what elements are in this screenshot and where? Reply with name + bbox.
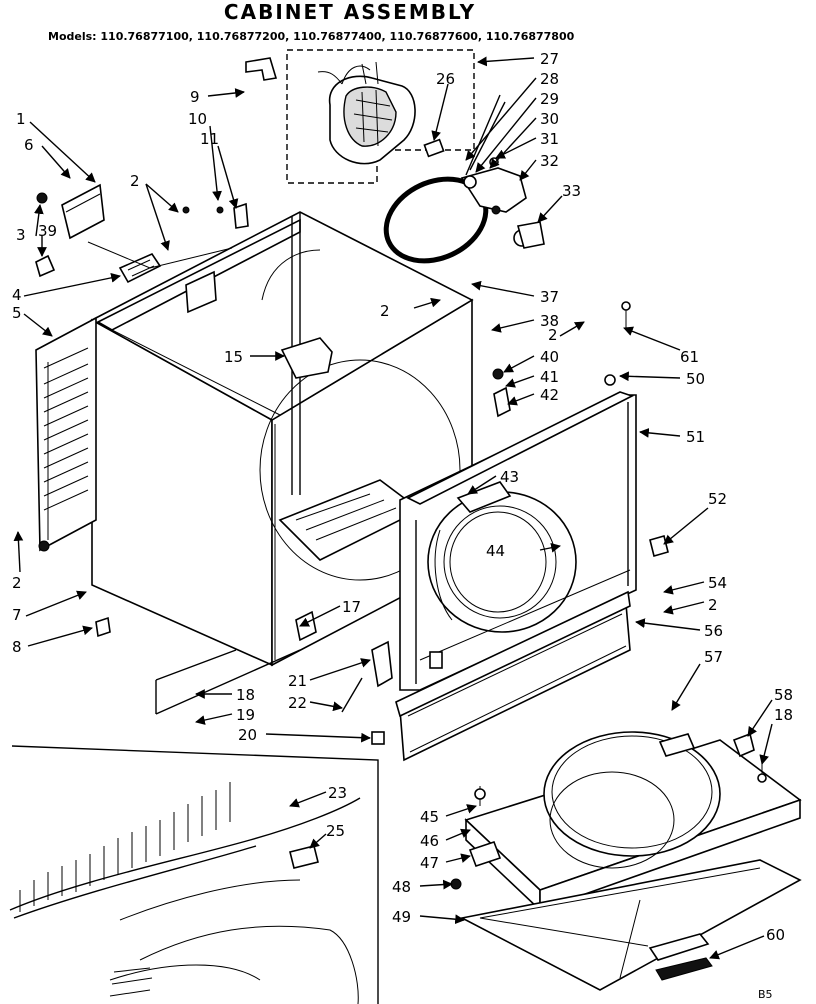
callout-40: 40	[540, 348, 559, 366]
callout-1: 1	[16, 110, 26, 128]
callout-25: 25	[326, 822, 345, 840]
callout-2: 2	[130, 172, 140, 190]
callout-31: 31	[540, 130, 559, 148]
callout-33: 33	[562, 182, 581, 200]
callout-21: 21	[288, 672, 307, 690]
callout-30: 30	[540, 110, 559, 128]
callout-18: 18	[774, 706, 793, 724]
callout-28: 28	[540, 70, 559, 88]
toe-panel	[395, 590, 631, 762]
idler-pulley-parts	[460, 94, 527, 215]
callout-45: 45	[420, 808, 439, 826]
callout-46: 46	[420, 832, 439, 850]
callout-26: 26	[436, 70, 455, 88]
callout-38: 38	[540, 312, 559, 330]
callout-42: 42	[540, 386, 559, 404]
top-left-brackets	[35, 57, 278, 284]
small-parts	[95, 221, 669, 745]
wiring-harness	[9, 745, 379, 1004]
callout-29: 29	[540, 90, 559, 108]
side-panel	[35, 316, 97, 552]
callout-2: 2	[380, 302, 390, 320]
callout-20: 20	[238, 726, 257, 744]
callout-60: 60	[766, 926, 785, 944]
callout-19: 19	[236, 706, 255, 724]
callout-47: 47	[420, 854, 439, 872]
callout-labels: 1 2 2 2 2 2 3 4 5 6 7 8 9 10 11 15 17 18…	[12, 50, 793, 1001]
callout-56: 56	[704, 622, 723, 640]
callout-27: 27	[540, 50, 559, 68]
callout-22: 22	[288, 694, 307, 712]
callout-39: 39	[38, 222, 57, 240]
callout-9: 9	[190, 88, 200, 106]
model-numbers: Models: 110.76877100, 110.76877200, 110.…	[48, 30, 575, 43]
callout-2: 2	[12, 574, 22, 592]
callout-11: 11	[200, 130, 219, 148]
callout-50: 50	[686, 370, 705, 388]
callout-41: 41	[540, 368, 559, 386]
leader-lines	[13, 56, 773, 979]
callout-48: 48	[392, 878, 411, 896]
callout-61: 61	[680, 348, 699, 366]
callout-18: 18	[236, 686, 255, 704]
motor-assembly	[286, 49, 475, 184]
corner-code: B5	[758, 988, 773, 1001]
callout-52: 52	[708, 490, 727, 508]
callout-54: 54	[708, 574, 727, 592]
callout-5: 5	[12, 304, 22, 322]
callout-23: 23	[328, 784, 347, 802]
base-and-seal	[450, 731, 802, 991]
callout-49: 49	[392, 908, 411, 926]
callout-43: 43	[500, 468, 519, 486]
diagram-title: CABINET ASSEMBLY	[223, 0, 477, 24]
callout-57: 57	[704, 648, 723, 666]
callout-3: 3	[16, 226, 26, 244]
callout-6: 6	[24, 136, 34, 154]
callout-32: 32	[540, 152, 559, 170]
callout-2: 2	[548, 326, 558, 344]
callout-15: 15	[224, 348, 243, 366]
callout-37: 37	[540, 288, 559, 306]
callout-51: 51	[686, 428, 705, 446]
callout-7: 7	[12, 606, 22, 624]
callout-44: 44	[486, 542, 505, 560]
callout-58: 58	[774, 686, 793, 704]
callout-8: 8	[12, 638, 22, 656]
callout-10: 10	[188, 110, 207, 128]
callout-2: 2	[708, 596, 718, 614]
callout-17: 17	[342, 598, 361, 616]
callout-4: 4	[12, 286, 22, 304]
